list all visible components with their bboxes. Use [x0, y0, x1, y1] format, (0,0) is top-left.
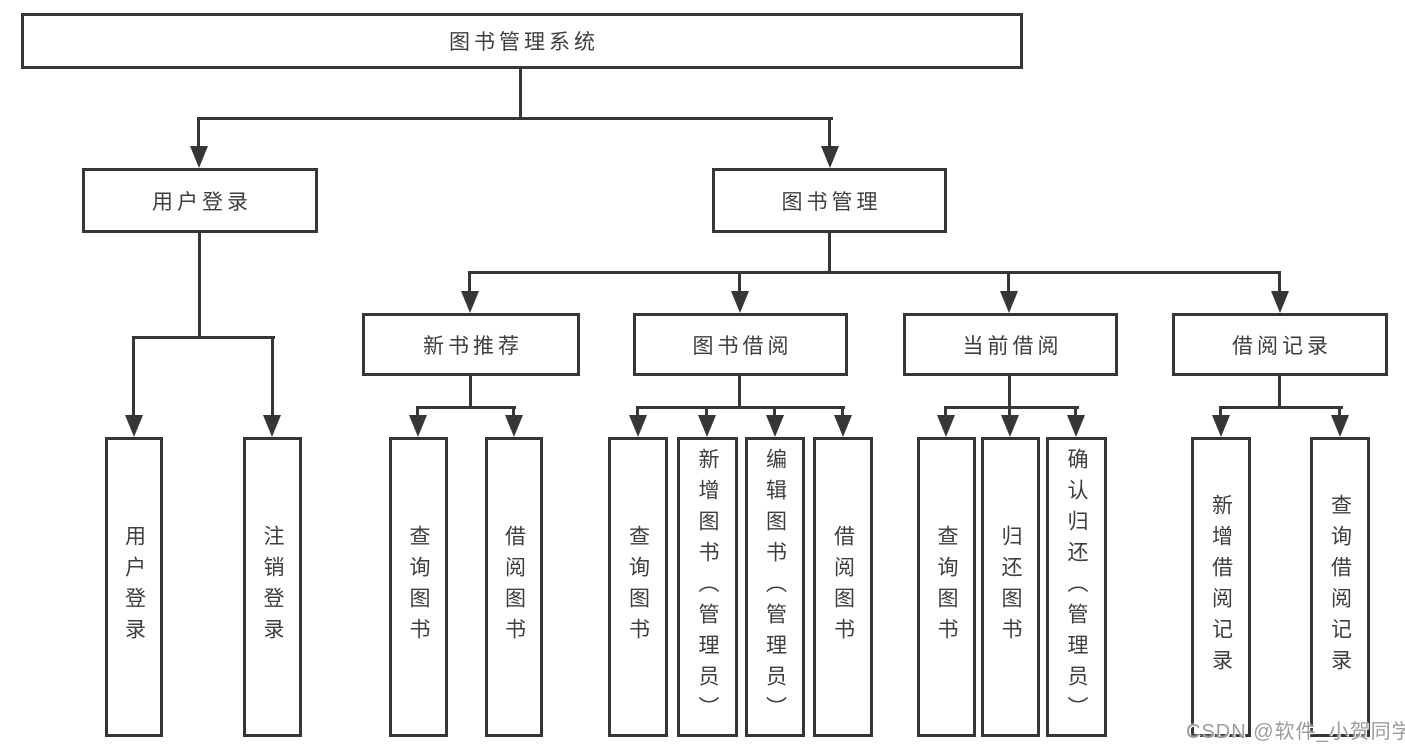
connector-group-drop — [1007, 271, 1010, 292]
connector-group-drop — [738, 271, 741, 292]
node-new-book-recommend: 新书推荐 — [362, 313, 580, 376]
arrow-down-icon — [190, 146, 208, 168]
arrow-down-icon — [1331, 415, 1349, 437]
node-root: 图书管理系统 — [21, 13, 1023, 69]
connector-group-rail — [1219, 406, 1343, 409]
arrow-down-icon — [766, 415, 784, 437]
arrow-down-icon — [834, 415, 852, 437]
arrow-down-icon — [263, 415, 281, 437]
leaf-logout: 注销登录 — [243, 437, 302, 737]
connector-group-stem — [738, 376, 741, 409]
connector-group-rail — [416, 406, 516, 409]
connector-group-rail — [636, 406, 845, 409]
leaf-query-borrow-record: 查询借阅记录 — [1310, 437, 1370, 737]
connector-group-drop — [1278, 271, 1281, 292]
arrow-down-icon — [1000, 291, 1018, 313]
arrow-down-icon — [461, 291, 479, 313]
connector-book-mgmt-stem — [828, 233, 831, 274]
connector-leaf-drop — [773, 406, 776, 417]
connector-leaf-drop — [1219, 406, 1222, 417]
connector-leaf-drop — [271, 336, 274, 416]
node-current-borrow: 当前借阅 — [903, 313, 1118, 376]
arrow-down-icon — [1212, 415, 1230, 437]
arrow-down-icon — [629, 415, 647, 437]
connector-leaf-drop — [841, 406, 844, 417]
connector-leaf-drop — [636, 406, 639, 417]
connector-leaf-drop — [1338, 406, 1341, 417]
arrow-down-icon — [125, 415, 143, 437]
leaf-query-books: 查询图书 — [608, 437, 668, 737]
connector-user-login-stem — [198, 233, 201, 339]
connector-leaf-drop — [132, 336, 135, 416]
connector-book-mgmt-drop — [828, 117, 831, 147]
connector-user-login-drop — [197, 117, 200, 147]
connector-group-stem — [469, 376, 472, 409]
connector-group-stem — [1008, 376, 1011, 409]
arrow-down-icon — [409, 415, 427, 437]
connector-user-login-rail — [132, 336, 275, 339]
leaf-borrow-books: 借阅图书 — [813, 437, 873, 737]
connector-leaf-drop — [944, 406, 947, 417]
arrow-down-icon — [1067, 415, 1085, 437]
connector-root-rail — [197, 117, 833, 120]
node-book-borrow: 图书借阅 — [633, 313, 848, 376]
arrow-down-icon — [731, 291, 749, 313]
arrow-down-icon — [1001, 415, 1019, 437]
leaf-edit-books-admin: 编辑图书（管理员） — [745, 437, 805, 737]
leaf-query-books: 查询图书 — [389, 437, 448, 737]
leaf-user-login: 用户登录 — [105, 437, 163, 737]
node-user-login: 用户登录 — [82, 168, 318, 233]
connector-group-rail — [944, 406, 1079, 409]
connector-group-stem — [1278, 376, 1281, 409]
connector-group-drop — [468, 271, 471, 292]
connector-leaf-drop — [1008, 406, 1011, 417]
arrow-down-icon — [937, 415, 955, 437]
arrow-down-icon — [1271, 291, 1289, 313]
connector-leaf-drop — [1074, 406, 1077, 417]
leaf-return-books: 归还图书 — [981, 437, 1040, 737]
connector-leaf-drop — [416, 406, 419, 417]
connector-leaf-drop — [705, 406, 708, 417]
node-borrow-records: 借阅记录 — [1172, 313, 1388, 376]
leaf-add-borrow-record: 新增借阅记录 — [1191, 437, 1251, 737]
leaf-add-books-admin: 新增图书（管理员） — [677, 437, 738, 737]
connector-book-mgmt-rail — [468, 271, 1281, 274]
leaf-confirm-return-admin: 确认归还（管理员） — [1046, 437, 1107, 737]
leaf-borrow-books: 借阅图书 — [485, 437, 543, 737]
leaf-query-books: 查询图书 — [917, 437, 976, 737]
arrow-down-icon — [821, 146, 839, 168]
node-book-mgmt: 图书管理 — [712, 168, 947, 233]
connector-root-stem — [519, 69, 522, 120]
watermark: CSDN @软件_小贺同学 — [1186, 721, 1405, 743]
connector-leaf-drop — [512, 406, 515, 417]
arrow-down-icon — [505, 415, 523, 437]
arrow-down-icon — [698, 415, 716, 437]
